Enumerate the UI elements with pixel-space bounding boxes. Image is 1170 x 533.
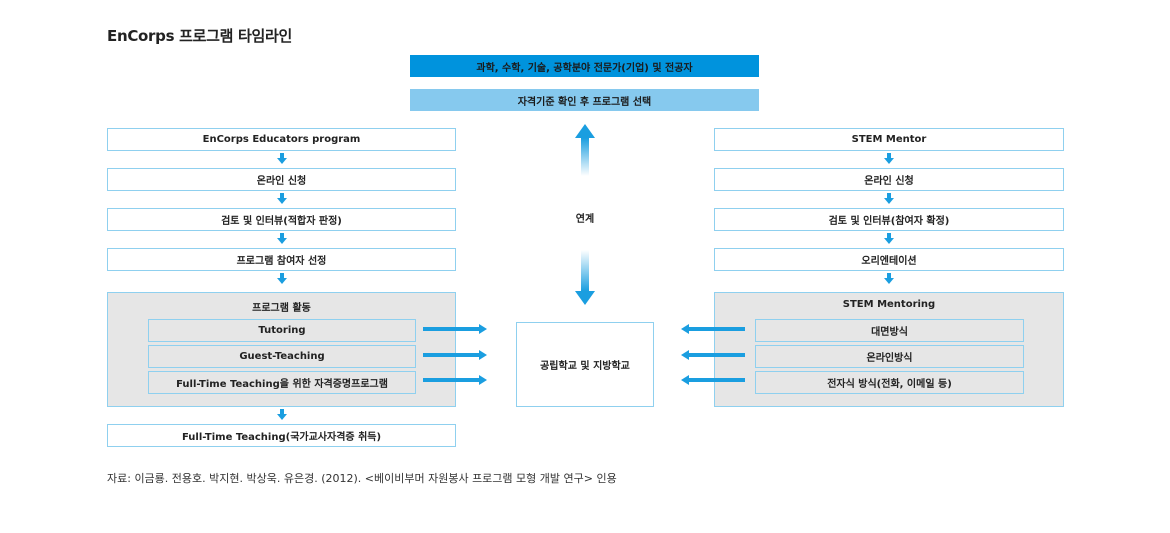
activity-tutoring: Tutoring xyxy=(148,319,416,342)
mentoring-face-to-face: 대면방식 xyxy=(755,319,1024,342)
activity-certification-program: Full-Time Teaching을 위한 자격증명프로그램 xyxy=(148,371,416,394)
mentoring-electronic: 전자식 방식(전화, 이메일 등) xyxy=(755,371,1024,394)
left-step-2: 온라인 신청 xyxy=(107,168,456,191)
left-arrow-icon xyxy=(681,350,745,360)
down-arrow-icon xyxy=(884,273,894,284)
down-arrow-icon xyxy=(575,250,595,305)
school-box: 공립학교 및 지방학교 xyxy=(516,322,654,407)
program-activities-group: 프로그램 활동 Tutoring Guest-Teaching Full-Tim… xyxy=(107,292,456,407)
right-arrow-icon xyxy=(423,375,487,385)
group-title: 프로그램 활동 xyxy=(252,303,311,314)
left-final-step: Full-Time Teaching(국가교사자격증 취득) xyxy=(107,424,456,447)
right-step-1: STEM Mentor xyxy=(714,128,1064,151)
diagram-title: EnCorps 프로그램 타임라인 xyxy=(107,27,293,45)
right-step-4: 오리엔테이션 xyxy=(714,248,1064,271)
stem-mentoring-group: STEM Mentoring 대면방식 온라인방식 전자식 방식(전화, 이메일… xyxy=(714,292,1064,407)
down-arrow-icon xyxy=(277,233,287,244)
right-step-2: 온라인 신청 xyxy=(714,168,1064,191)
link-label: 연계 xyxy=(575,214,595,225)
down-arrow-icon xyxy=(884,233,894,244)
down-arrow-icon xyxy=(884,153,894,164)
left-step-1: EnCorps Educators program xyxy=(107,128,456,151)
program-selection-banner: 자격기준 확인 후 프로그램 선택 xyxy=(410,89,759,111)
down-arrow-icon xyxy=(277,409,287,420)
down-arrow-icon xyxy=(277,193,287,204)
right-arrow-icon xyxy=(423,324,487,334)
down-arrow-icon xyxy=(277,273,287,284)
right-arrow-icon xyxy=(423,350,487,360)
down-arrow-icon xyxy=(277,153,287,164)
left-arrow-icon xyxy=(681,375,745,385)
left-arrow-icon xyxy=(681,324,745,334)
up-arrow-icon xyxy=(575,124,595,176)
down-arrow-icon xyxy=(884,193,894,204)
right-step-3: 검토 및 인터뷰(참여자 확정) xyxy=(714,208,1064,231)
left-step-3: 검토 및 인터뷰(적합자 판정) xyxy=(107,208,456,231)
left-step-4: 프로그램 참여자 선정 xyxy=(107,248,456,271)
activity-guest-teaching: Guest-Teaching xyxy=(148,345,416,368)
experts-banner: 과학, 수학, 기술, 공학분야 전문가(기업) 및 전공자 xyxy=(410,55,759,77)
group-title: STEM Mentoring xyxy=(842,299,936,310)
mentoring-online: 온라인방식 xyxy=(755,345,1024,368)
source-citation: 자료: 이금룡. 전용호. 박지현. 박상욱. 유은경. (2012). <베이… xyxy=(107,472,617,485)
